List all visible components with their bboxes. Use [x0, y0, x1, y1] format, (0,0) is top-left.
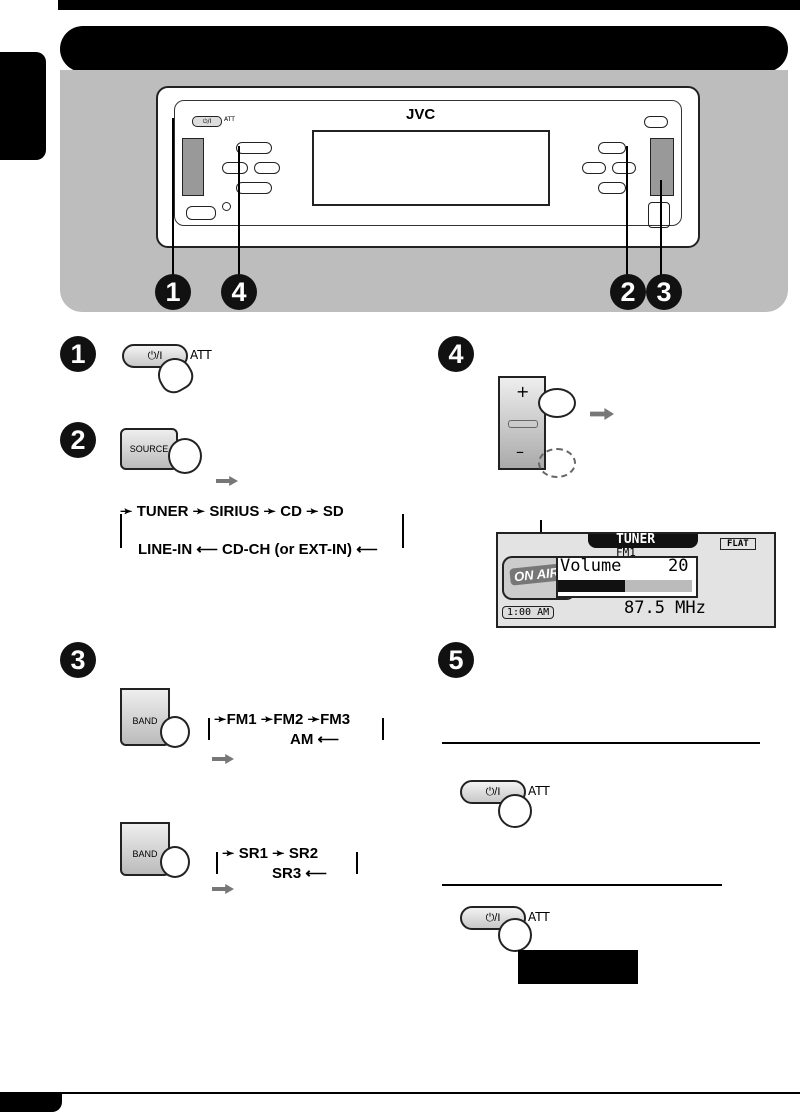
band-fm2: FM2 [273, 711, 304, 728]
callout-line-3 [660, 180, 662, 276]
step4-plus: + [516, 382, 530, 401]
step1-att-label: ATT [190, 348, 212, 362]
panel-btn-l3[interactable] [254, 162, 280, 174]
step4-arrow [590, 408, 614, 420]
lcd-frequency: 87.5 MHz [624, 598, 706, 618]
band-sr2: SR2 [288, 845, 319, 862]
panel-power-button[interactable]: ⏻/I [192, 116, 222, 127]
panel-btn-l5[interactable] [186, 206, 216, 220]
panel-btn-r0[interactable] [644, 116, 668, 128]
panel-btn-l4[interactable] [236, 182, 272, 194]
panel-source-band-rocker[interactable] [650, 138, 674, 196]
jvc-logo: JVC [406, 106, 436, 123]
faceplate-inner [174, 100, 682, 226]
step5-att-label-1: ATT [528, 784, 550, 798]
panel-callout-2: 2 [610, 274, 646, 310]
source-line-in: LINE-IN [138, 541, 193, 558]
band-flow-fm-row2: AM ⟵ [290, 731, 339, 748]
band-fm1: FM1 [226, 711, 257, 728]
step5-rule-2 [442, 884, 722, 886]
source-cdch: CD-CH (or EXT-IN) [222, 541, 353, 558]
band-flow-fm-row1: ➛FM1 ➛FM2 ➛FM3 [214, 711, 351, 728]
faceplate: JVC ⏻/I ATT [156, 86, 700, 248]
step5-rule-1 [442, 742, 760, 744]
step3-arrow-sr [212, 884, 234, 894]
step3-band-button-fm[interactable]: BAND [120, 688, 170, 746]
step-4-badge: 4 [438, 336, 474, 372]
step5-finger-1 [498, 794, 532, 828]
panel-callout-3: 3 [646, 274, 682, 310]
lcd-panel: TUNER FLAT FM1 ON AIR Volume 20 1:00 AM … [496, 532, 776, 628]
callout-line-2 [626, 146, 628, 276]
footer-page-tab [0, 1092, 62, 1112]
band-flow-sr-row1: ➛ SR1 ➛ SR2 [222, 845, 319, 862]
step-2-badge: 2 [60, 422, 96, 458]
source-sirius: SIRIUS [209, 503, 260, 520]
lcd-header-bar [588, 534, 698, 548]
step5-power-button-1[interactable]: ⏻/I [460, 780, 526, 804]
band-fm3: FM3 [320, 711, 351, 728]
source-flow-bracket [120, 514, 404, 548]
step3-finger-fm [160, 716, 190, 748]
panel-hole [222, 202, 231, 211]
step5-finger-2 [498, 918, 532, 952]
source-cd: CD [280, 503, 302, 520]
lcd-volume-value: 20 [668, 556, 689, 576]
lcd-header: TUNER [616, 532, 656, 547]
lcd-volume-bar-fill [558, 580, 625, 592]
step3-finger-sr [160, 846, 190, 878]
step-5-badge: 5 [438, 642, 474, 678]
step2-finger [168, 438, 202, 474]
callout-line-4 [238, 146, 240, 276]
panel-slot [648, 202, 670, 228]
step4-volume-rocker[interactable]: + – [498, 376, 546, 470]
step2-arrow [216, 476, 238, 486]
panel-btn-l1[interactable] [236, 142, 272, 154]
band-am: AM [290, 731, 314, 748]
callout-line-1 [172, 118, 174, 276]
lcd-band: FM1 [616, 546, 636, 559]
step-1-badge: 1 [60, 336, 96, 372]
lcd-volume-label: Volume [560, 556, 622, 576]
side-tab [0, 52, 46, 160]
source-flow-row1: ➛ TUNER ➛ SIRIUS ➛ CD ➛ SD [120, 503, 344, 520]
panel-btn-r3[interactable] [612, 162, 636, 174]
source-sd: SD [322, 503, 344, 520]
band-sr3: SR3 [272, 865, 302, 882]
panel-btn-r4[interactable] [598, 182, 626, 194]
lcd-clock: 1:00 AM [502, 606, 555, 619]
lcd-eq: FLAT [720, 538, 756, 550]
footer-rule [0, 1092, 800, 1094]
panel-callout-1: 1 [155, 274, 191, 310]
panel-btn-r2[interactable] [582, 162, 606, 174]
band-sr1: SR1 [238, 845, 268, 862]
panel-volume-rocker[interactable] [182, 138, 204, 196]
panel-att-label: ATT [224, 116, 235, 123]
panel-btn-l2[interactable] [222, 162, 248, 174]
source-tuner: TUNER [136, 503, 189, 520]
band-sr-bracket [216, 852, 358, 874]
source-flow-row2: LINE-IN ⟵ CD-CH (or EXT-IN) ⟵ [138, 541, 378, 558]
step4-finger-dotted [538, 448, 576, 478]
band-fm-bracket [208, 718, 384, 740]
step-3-badge: 3 [60, 642, 96, 678]
top-rule [58, 0, 800, 10]
title-bar [60, 26, 788, 72]
panel-callout-4: 4 [221, 274, 257, 310]
step4-divider [508, 420, 538, 428]
band-flow-sr-row2: SR3 ⟵ [272, 865, 327, 882]
step4-finger [538, 388, 576, 418]
display-window [312, 130, 550, 206]
step3-arrow-fm [212, 754, 234, 764]
step4-minus: – [516, 442, 524, 461]
panel-btn-r1[interactable] [598, 142, 626, 154]
step5-black-display [518, 950, 638, 984]
step5-att-label-2: ATT [528, 910, 550, 924]
